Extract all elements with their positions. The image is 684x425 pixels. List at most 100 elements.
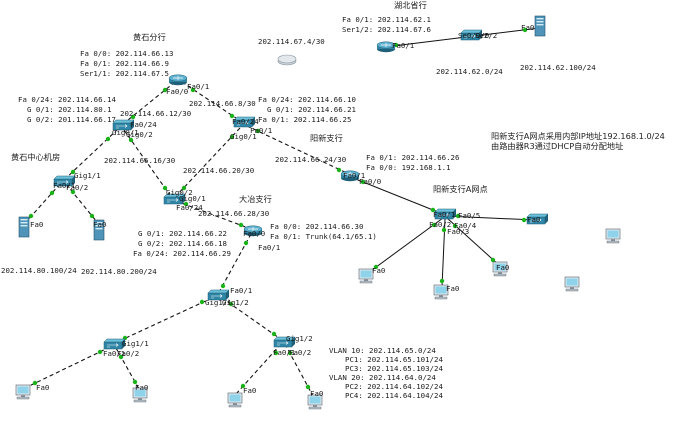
pc-daye-3[interactable]	[227, 392, 243, 408]
port-label: Fa0/24	[176, 203, 203, 212]
port-label: Se0/0/0	[458, 31, 489, 40]
link-center-server2	[65, 183, 98, 223]
port-label: Fa0	[521, 23, 534, 32]
port-label: Fa0/0	[166, 87, 188, 96]
info-daye-switch-3: Fa 0/24: 202.114.66.29	[133, 249, 231, 258]
vlan-line-5: PC4: 202.114.64.104/24	[345, 391, 443, 400]
info-yx-a-router-1: Fa 0/1: 202.114.66.26	[366, 153, 459, 162]
port-label: Gig0/1	[179, 194, 206, 203]
link-yx-a-router	[246, 125, 350, 175]
links	[24, 27, 541, 397]
link-access-left-pc2	[115, 347, 140, 390]
port-label: Fa0/2	[117, 349, 139, 358]
vlan-line-4: PC2: 202.114.64.102/24	[345, 382, 443, 391]
port-label: Fa0/1	[250, 126, 272, 135]
port-label: Fa0/1	[433, 210, 455, 219]
info-daye-switch-1: G 0/1: 202.114.66.22	[138, 229, 227, 238]
info-hubei-router-1: Fa 0/1: 202.114.62.1	[342, 15, 431, 24]
port-label: Gig1/1	[205, 298, 232, 307]
info-hs-switch-3: G 0/2: 201.114.66.17	[27, 115, 116, 124]
info-daye-router-1: Fa 0/0: 202.114.66.30	[270, 222, 363, 231]
note-yangxin-a-1: 阳新支行A网点采用内部IP地址192.168.1.0/24	[491, 131, 665, 141]
subnet-yx-dy: 202.114.66.20/30	[183, 166, 254, 175]
title-huangshi: 黄石分行	[133, 32, 166, 42]
info-daye-router-2: Fa 0/1: Trunk(64.1/65.1)	[270, 232, 377, 241]
vlan-line-3: VLAN 20: 202.114.64.0/24	[329, 373, 436, 382]
port-label: Gig0/1	[112, 128, 139, 137]
port-label: Fa0/2	[429, 220, 451, 229]
info-yx-switch-1: Fa 0/24: 202.114.66.10	[258, 95, 356, 104]
pc-yangxin-a-0[interactable]	[605, 228, 621, 244]
port-label: Fa0/0	[359, 177, 381, 186]
port-label: Fa0	[135, 383, 148, 392]
devices	[15, 15, 621, 410]
subnet-yx-a: 202.114.66.24/30	[275, 155, 346, 164]
info-daye-switch-2: G 0/2: 202.114.66.18	[138, 239, 227, 248]
router-huangshi[interactable]	[168, 74, 188, 86]
cloud-wan[interactable]	[277, 54, 297, 66]
port-label: Fa0/1	[392, 41, 414, 50]
subnet-labels: 202.114.67.4/30 202.114.62.0/24 202.114.…	[1, 37, 596, 276]
port-label: Fa0/1	[343, 171, 365, 180]
link-core-access-right	[221, 297, 283, 341]
info-hs-router-2: Fa 0/1: 202.114.66.9	[80, 59, 169, 68]
port-label: Gig1/1	[122, 339, 149, 348]
title-huangshi-center: 黄石中心机房	[11, 152, 60, 162]
vlan-line-2: PC3: 202.114.65.103/24	[345, 364, 443, 373]
port-labels: Fa0/1 Se0/0/0 Se2/2 Fa0 Fa0/1 Fa0/0 Fa0/…	[30, 23, 540, 398]
link-hs-switch-center	[63, 128, 119, 181]
server-hubei[interactable]	[534, 15, 546, 37]
vlan-line-1: PC1: 202.114.65.101/24	[345, 355, 443, 364]
pc-daye-1[interactable]	[15, 384, 31, 400]
port-label: Fa0	[527, 215, 540, 224]
server-huangshi-1[interactable]	[18, 216, 30, 238]
subnet-server2: 202.114.80.200/24	[81, 267, 157, 276]
info-yx-switch-3: Fa 0/1: 202.114.66.25	[258, 115, 351, 124]
port-label: Fa0/1	[53, 181, 75, 190]
port-label: Gig0/2	[166, 188, 193, 197]
port-label: Fa0/1	[258, 243, 280, 252]
title-daye: 大冶支行	[239, 194, 272, 204]
port-label: Fa0/4	[454, 221, 477, 230]
port-label: Fa0/24	[130, 120, 157, 129]
port-label: Fa0/1	[187, 82, 209, 91]
subnet-hs-rt-yx: 202.114.66.8/30	[189, 99, 256, 108]
info-hs-switch-1: Fa 0/24: 202.114.66.14	[18, 95, 116, 104]
title-hubei: 湖北省行	[394, 0, 427, 10]
link-daye-switch-router	[175, 200, 252, 230]
port-label: Gig0/1	[230, 132, 257, 141]
port-label: Fa0/1	[103, 349, 125, 358]
port-label: Gig1/1	[74, 171, 101, 180]
port-label: Fa0/1	[273, 348, 295, 357]
subnet-hubei-lan: 202.114.62.0/24	[436, 67, 503, 76]
info-hs-router-3: Ser1/1: 202.114.67.5	[80, 69, 169, 78]
link-a-switch-pc1	[367, 217, 444, 274]
subnet-hs-sw-dy: 202.114.66.16/30	[104, 156, 175, 165]
link-core-access-left	[114, 297, 213, 344]
subnet-wan: 202.114.67.4/30	[258, 37, 325, 46]
pc-yangxin-a-1[interactable]	[358, 268, 374, 284]
info-hs-switch-2: G 0/1: 202.114.80.1	[27, 105, 112, 114]
site-titles: 湖北省行 黄石分行 阳新支行 大冶支行 黄石中心机房 阳新支行A网点	[11, 0, 488, 204]
note-yangxin-a-2: 由路由器R3通过DHCP自动分配地址	[491, 141, 623, 151]
port-label: Fa0	[496, 263, 509, 272]
port-label: Fa0/0	[243, 229, 265, 238]
title-yangxin: 阳新支行	[310, 133, 343, 143]
port-label: Fa0/2	[66, 183, 88, 192]
info-hubei-router-2: Ser1/2: 202.114.67.6	[342, 25, 431, 34]
port-label: Fa0/1	[230, 286, 252, 295]
port-label: Fa0	[36, 383, 49, 392]
port-label: Fa0	[310, 389, 323, 398]
port-label: Fa0/24	[232, 117, 259, 126]
port-label: Fa0	[372, 266, 385, 275]
subnet-hubei-server: 202.114.62.100/24	[520, 63, 596, 72]
link-a-router-switch	[352, 177, 444, 215]
interface-info: Fa 0/1: 202.114.62.1 Ser1/2: 202.114.67.…	[18, 15, 665, 400]
pc-yangxin-a-4[interactable]	[564, 276, 580, 292]
link-access-left-pc1	[24, 346, 111, 389]
port-label: Fa0/5	[458, 211, 480, 220]
port-label: Se2/2	[475, 31, 497, 40]
link-yx-daye	[175, 127, 241, 197]
port-label: Fa0/2	[289, 348, 311, 357]
